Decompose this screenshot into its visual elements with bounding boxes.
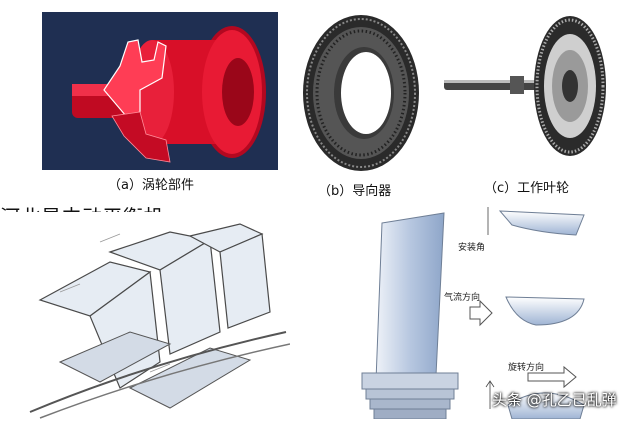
impeller-figure (440, 10, 610, 170)
blade-profile-figure (340, 205, 640, 420)
guide-vane-figure (298, 10, 424, 176)
turbine-component-illustration (42, 12, 278, 170)
label-flow-direction: 气流方向 (444, 293, 481, 303)
guide-vane-illustration (303, 15, 419, 171)
blade-profile-illustration (340, 205, 640, 420)
caption-turbine-component: （a）涡轮部件 (108, 178, 194, 193)
impeller-illustration (444, 16, 606, 156)
blade-assembly-illustration (0, 212, 291, 419)
watermark-text: 头条 @孔乙己乱弹 (492, 391, 617, 409)
blade-assembly-figure (0, 212, 291, 419)
label-rotation-direction: 旋转方向 (508, 363, 545, 373)
label-install-angle: 安装角 (458, 243, 486, 253)
caption-guide-vane: （b）导向器 (318, 184, 392, 199)
caption-impeller: （c）工作叶轮 (484, 181, 570, 196)
turbine-component-figure (42, 12, 278, 170)
